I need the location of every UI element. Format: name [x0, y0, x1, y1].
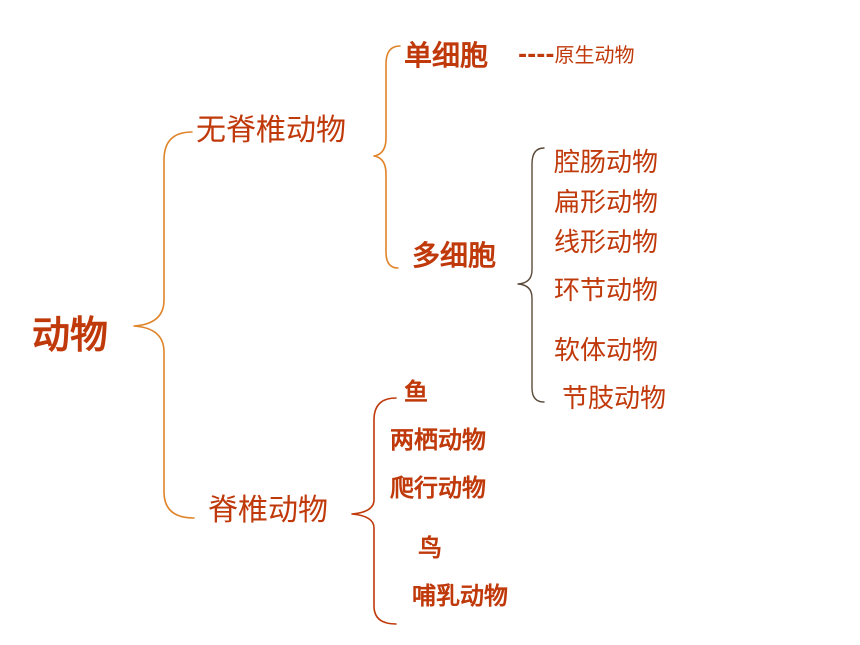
root-bracket: [133, 131, 195, 519]
vertebrate-label: 脊椎动物: [208, 493, 328, 528]
invertebrate-group-item: 软体动物: [554, 336, 659, 366]
note-dash: ----: [518, 43, 555, 68]
invertebrate-group-item: 腔肠动物: [554, 148, 659, 178]
unicellular-label: 单细胞: [404, 39, 489, 72]
vertebrate-group-item: 两栖动物: [390, 426, 486, 454]
invertebrate-group-item: 节肢动物: [562, 384, 667, 414]
vertebrate-group-item: 哺乳动物: [412, 582, 508, 610]
invertebrate-group-item: 环节动物: [554, 276, 659, 306]
invertebrate-bracket: [373, 45, 401, 269]
note-text: 原生动物: [554, 43, 635, 67]
multicellular-bracket: [517, 147, 545, 403]
root-label: 动物: [32, 313, 109, 357]
vertebrate-group-item: 鱼: [404, 378, 428, 406]
vertebrate-bracket: [351, 397, 397, 625]
vertebrate-group-item: 鸟: [418, 534, 442, 562]
vertebrate-group-item: 爬行动物: [390, 474, 486, 502]
invertebrate-label: 无脊椎动物: [196, 113, 346, 148]
unicellular-note: ----原生动物: [518, 45, 635, 67]
invertebrate-group-item: 线形动物: [554, 228, 659, 258]
multicellular-label: 多细胞: [412, 239, 497, 272]
invertebrate-group-item: 扁形动物: [554, 188, 659, 218]
